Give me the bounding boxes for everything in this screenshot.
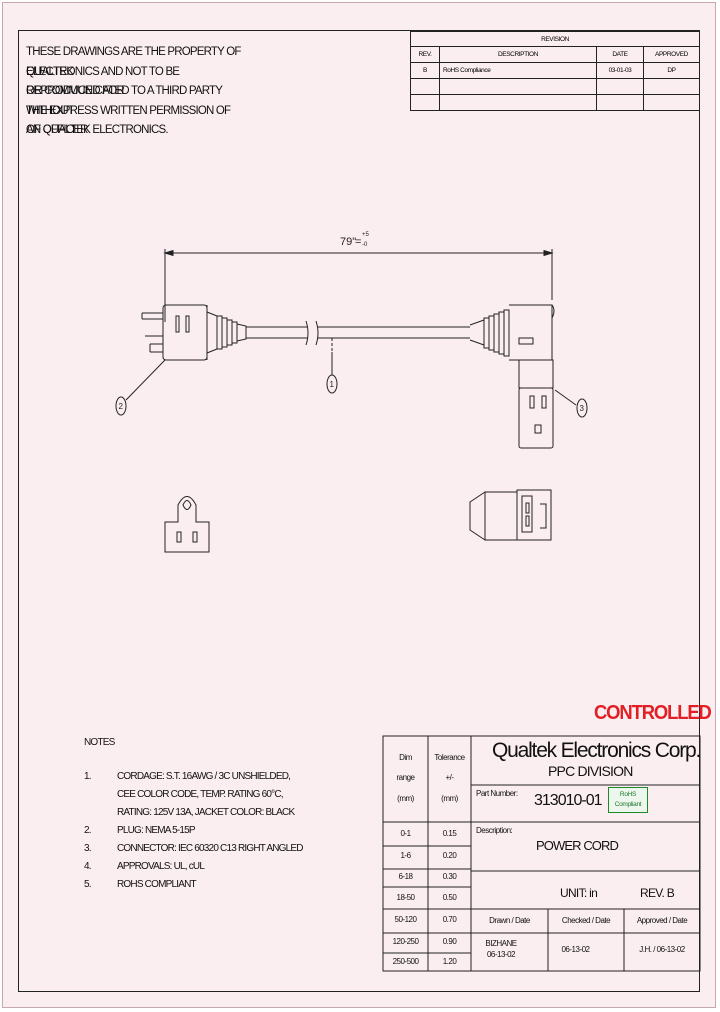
plug-body	[141, 304, 247, 361]
approved-cell	[643, 94, 700, 111]
drawn-label: Drawn / Date	[489, 916, 530, 925]
note-line: ROHS COMPLIANT	[117, 879, 197, 890]
note-line: PLUG: NEMA 5-15P	[117, 825, 196, 836]
notes-heading: NOTES	[84, 737, 115, 748]
dim-range: 50-120	[394, 915, 417, 924]
dim-range: 1-6	[400, 851, 411, 860]
note-line: RATING: 125V 13A, JACKET COLOR: BLACK	[117, 807, 295, 818]
svg-text:3: 3	[580, 404, 585, 413]
notice-line: ELECTRONICS AND NOT TO BE REPRODUCED FOR	[26, 65, 180, 98]
note-number: 2.	[84, 825, 92, 836]
tolerance-value: 0.50	[442, 893, 457, 902]
part-number-label: Part Number:	[476, 789, 518, 798]
note-line: CORDAGE: S.T. 16AWG / 3C UNSHIELDED,	[117, 771, 291, 782]
note-line: CEE COLOR CODE, TEMP. RATING 60°C,	[117, 789, 284, 800]
tolerance-value: 0.70	[442, 915, 457, 924]
notice-line: OF QUALTEK ELECTRONICS.	[26, 124, 169, 136]
tolerance-header: +/-	[445, 773, 454, 782]
controlled-stamp: CONTROLLED	[594, 702, 712, 724]
rev-value: REV. B	[640, 886, 675, 900]
unit-value: UNIT: in	[560, 886, 598, 900]
checked-date: 06-13-02	[561, 945, 590, 954]
approved-date: J.H. / 06-13-02	[639, 945, 685, 954]
drawn-by: BIZHANE	[485, 939, 517, 948]
connector-body	[469, 304, 555, 449]
length-dimension	[163, 249, 554, 322]
rohs-badge-line: Compliant	[614, 801, 642, 808]
dim-header: Dim	[399, 753, 412, 762]
balloon-2: 2	[115, 396, 127, 416]
proprietary-notice: THESE DRAWINGS ARE THE PROPERTY OF QUALT…	[26, 43, 246, 141]
description-label: Description:	[476, 826, 513, 835]
tolerance-value: 1.20	[442, 957, 457, 966]
note-number: 5.	[84, 879, 92, 890]
note-number: 3.	[84, 843, 92, 854]
rohs-compliant-badge: RoHS Compliant	[608, 787, 648, 813]
note-number: 1.	[84, 771, 92, 782]
tolerance-value: 0.15	[442, 829, 457, 838]
plug-face	[164, 496, 210, 553]
title-block-grid	[382, 735, 701, 972]
revision-row	[410, 94, 700, 111]
revision-row	[410, 78, 700, 95]
tolerance-header: Tolerance	[434, 753, 465, 762]
note-line: APPROVALS: UL, cUL	[117, 861, 205, 872]
drawn-date: 06-13-02	[486, 950, 516, 959]
dim-header: range	[396, 773, 415, 782]
company-name: Qualtek Electronics Corp.	[492, 739, 701, 762]
checked-label: Checked / Date	[561, 916, 611, 925]
tolerance-value: 0.90	[442, 937, 457, 946]
dim-range: 6-18	[398, 872, 413, 881]
dim-range: 18-50	[396, 893, 415, 902]
note-line: CONNECTOR: IEC 60320 C13 RIGHT ANGLED	[117, 843, 303, 854]
drawing-frame	[18, 30, 700, 992]
tolerance-plus: +5	[362, 232, 370, 238]
svg-text:1: 1	[330, 380, 335, 389]
part-number: 313010-01	[534, 792, 603, 809]
connector-face	[469, 489, 552, 541]
dim-range: 0-1	[400, 829, 411, 838]
tolerance-header: (mm)	[441, 794, 458, 803]
length-label: 79"	[340, 236, 356, 248]
notice-line: THE EXPRESS WRITTEN PERMISSION OF AN OFF…	[26, 104, 231, 137]
tolerance-minus: -0	[362, 242, 368, 248]
balloon-1: 1	[326, 374, 338, 394]
dim-range: 250-500	[392, 957, 419, 966]
notice-line: OR COMMUNICATED TO A THIRD PARTY WITHOUT	[26, 85, 223, 117]
tolerance-value: 0.20	[442, 851, 457, 860]
svg-text:2: 2	[119, 402, 124, 411]
division-name: PPC DIVISION	[548, 763, 633, 779]
cable	[246, 320, 470, 352]
revision-table: REVISION REV. DESCRIPTION DATE APPROVED …	[410, 31, 700, 111]
dim-header: (mm)	[397, 794, 414, 803]
balloon-3: 3	[576, 398, 588, 418]
rohs-badge-line: RoHS	[619, 791, 637, 798]
approved-label: Approved / Date	[636, 916, 688, 925]
tolerance-value: 0.30	[442, 872, 457, 881]
note-number: 4.	[84, 861, 92, 872]
notice-line: THESE DRAWINGS ARE THE PROPERTY OF QUALT…	[26, 46, 241, 78]
length-equals: =	[355, 236, 361, 248]
dim-range: 120-250	[392, 937, 419, 946]
description-value: POWER CORD	[536, 838, 619, 853]
